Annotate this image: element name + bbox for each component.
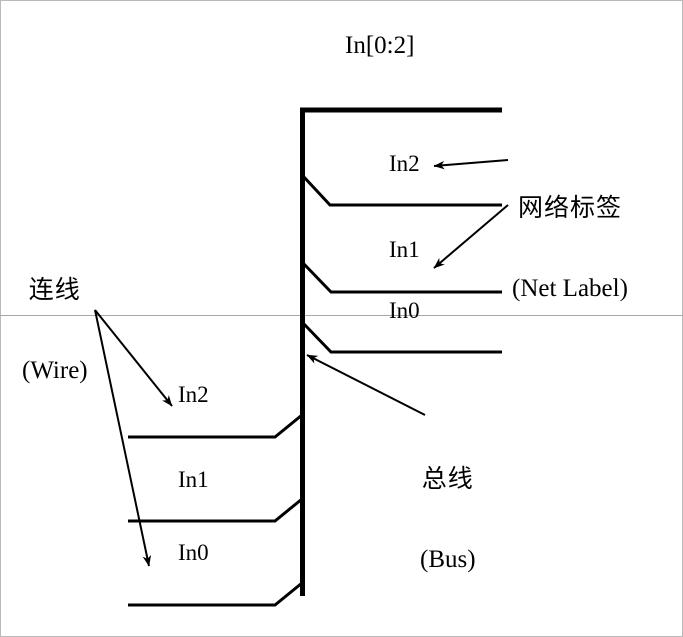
diagram-title: In[0:2] <box>345 32 415 59</box>
wire-annotation-arrows <box>94 309 173 567</box>
bottom-wire-group <box>128 413 303 607</box>
bus-line <box>300 107 502 596</box>
bottom-wire-in0 <box>128 581 303 607</box>
wire-arrow-to-bottom-in0 <box>94 309 152 567</box>
top-wire-group <box>301 174 502 354</box>
bus-annotation-label-cn: 总线 <box>421 464 474 493</box>
wire-annotation-label: 连线 (Wire) <box>22 222 88 438</box>
top-wire-in2 <box>301 174 502 207</box>
top-net-label-in1: In1 <box>389 237 420 262</box>
wire-annotation-label-cn: 连线 <box>28 275 81 304</box>
bottom-wire-in1 <box>128 497 303 523</box>
top-net-label-in0: In0 <box>389 298 420 323</box>
net-label-arrow-to-in2 <box>433 159 509 170</box>
wire-arrow-to-top-in2 <box>94 309 173 407</box>
top-wire-in0 <box>301 321 502 354</box>
bottom-net-label-in2: In2 <box>178 382 209 407</box>
top-net-label-in2: In2 <box>389 151 420 176</box>
net-label-annotation-label-en: (Net Label) <box>512 275 628 302</box>
net-label-annotation-label-cn: 网络标签 <box>517 193 622 222</box>
wire-annotation-label-en: (Wire) <box>22 357 88 384</box>
bus-annotation-label: 总线 (Bus) <box>420 411 476 627</box>
bus-annotation-label-en: (Bus) <box>420 546 476 573</box>
top-wire-in1 <box>301 261 502 294</box>
bottom-net-label-in1: In1 <box>178 467 209 492</box>
net-label-annotation-arrows <box>433 159 509 269</box>
net-label-arrow-to-in1 <box>433 204 509 269</box>
bus-annotation-arrow <box>306 354 426 416</box>
bottom-net-label-in0: In0 <box>178 540 209 565</box>
bottom-wire-in2 <box>128 413 303 439</box>
bus-arrow-to-bus-line <box>306 354 426 416</box>
net-label-annotation-label: 网络标签 (Net Label) <box>512 140 628 356</box>
